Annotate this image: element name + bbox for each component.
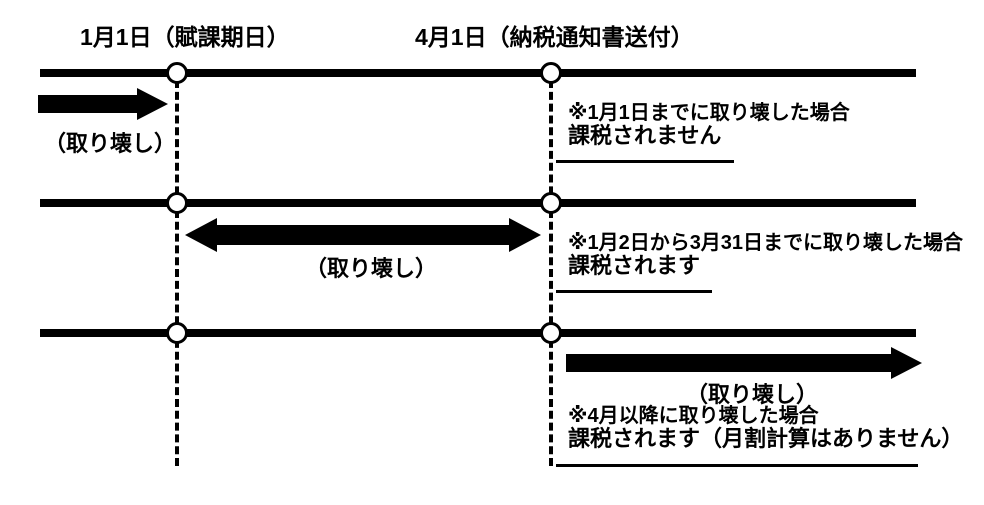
note-underline-row-2 (556, 290, 712, 293)
note-condition-row-1: ※1月1日までに取り壊した場合 (568, 102, 850, 124)
date-label-january: 1月1日（賦課期日） (80, 24, 290, 50)
dashed-guide-april (549, 80, 553, 466)
marker-circle-april-row-1 (540, 62, 562, 84)
dashed-guide-january (175, 80, 179, 466)
date-label-april: 4月1日（納税通知書送付） (415, 24, 694, 50)
note-condition-row-2: ※1月2日から3月31日までに取り壊した場合 (568, 232, 964, 254)
demolition-caption-row-2: （取り壊し） (305, 256, 438, 281)
marker-circle-january-row-1 (166, 62, 188, 84)
arrow-right-row-1 (38, 88, 168, 120)
marker-circle-april-row-2 (540, 192, 562, 214)
arrow-right-row-3 (566, 347, 922, 379)
note-underline-row-3 (556, 464, 918, 467)
timeline-bar-row-1 (40, 69, 916, 77)
timeline-bar-row-2 (40, 199, 916, 207)
note-block-row-3: ※4月以降に取り壊した場合 課税されます（月割計算はありません） (564, 405, 963, 452)
note-block-row-1: ※1月1日までに取り壊した場合 課税されません (564, 102, 850, 149)
demolition-caption-row-3: （取り壊し） (686, 382, 819, 407)
demolition-caption-row-1: （取り壊し） (44, 131, 177, 156)
note-underline-row-1 (556, 160, 734, 163)
timeline-bar-row-3 (40, 329, 916, 337)
note-block-row-2: ※1月2日から3月31日までに取り壊した場合 課税されます (564, 232, 963, 279)
note-condition-row-3: ※4月以降に取り壊した場合 (568, 405, 819, 427)
marker-circle-january-row-3 (166, 322, 188, 344)
note-result-row-3: 課税されます（月割計算はありません） (568, 426, 964, 452)
marker-circle-january-row-2 (166, 192, 188, 214)
arrow-double-row-2 (185, 218, 541, 252)
note-result-row-2: 課税されます (568, 253, 701, 279)
note-result-row-1: 課税されません (568, 123, 722, 149)
marker-circle-april-row-3 (540, 322, 562, 344)
